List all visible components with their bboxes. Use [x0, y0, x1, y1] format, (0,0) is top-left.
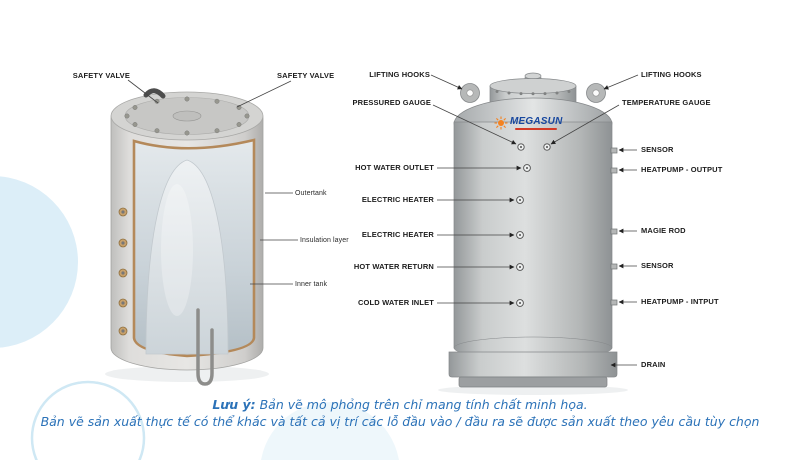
decor-circles	[0, 176, 399, 460]
dip-tube	[196, 308, 214, 386]
lifting-hooks	[460, 83, 606, 103]
inner-tank-dome	[145, 159, 229, 355]
label-safety-valve-right: SAFETY VALVE	[277, 71, 335, 80]
lid-bolts	[124, 96, 250, 136]
label-sensor-1: SENSOR	[641, 145, 674, 154]
label-electric-heater-2: ELECTRIC HEATER	[361, 230, 434, 239]
label-pressured-gauge: PRESSURED GAUGE	[352, 98, 431, 107]
note-line-2: Bản vẽ sản xuất thực tế có thể khác và t…	[40, 414, 760, 429]
megasun-logo: MEGASUN	[494, 116, 563, 130]
note-prefix: Lưu ý:	[212, 397, 256, 412]
label-safety-valve-left: SAFETY VALVE	[72, 71, 130, 80]
note-line-1: Lưu ý: Bản vẽ mô phỏng trên chỉ mang tín…	[0, 396, 800, 413]
label-heatpump-output: HEATPUMP - OUTPUT	[641, 165, 723, 174]
megasun-sun-icon	[494, 116, 508, 130]
flange-bolts	[495, 90, 571, 96]
label-lifting-hooks-left: LIFTING HOOKS	[369, 70, 430, 79]
label-drain: DRAIN	[641, 360, 666, 369]
port-centers	[519, 146, 548, 304]
label-hot-water-outlet: HOT WATER OUTLET	[355, 163, 434, 172]
label-electric-heater-1: ELECTRIC HEATER	[361, 195, 434, 204]
label-sensor-2: SENSOR	[641, 261, 674, 270]
leader-lines	[127, 74, 639, 368]
cutaway-tank-illustration	[105, 88, 269, 386]
label-lifting-hooks-right: LIFTING HOOKS	[641, 70, 702, 79]
side-ports	[610, 147, 618, 306]
label-magie-rod: MAGIE ROD	[641, 226, 686, 235]
label-cold-water-inlet: COLD WATER INLET	[357, 298, 434, 307]
note-text: Lưu ý: Bản vẽ mô phỏng trên chỉ mang tín…	[0, 396, 800, 430]
brand-tagline-bar	[515, 128, 558, 130]
label-temperature-gauge: TEMPERATURE GAUGE	[622, 98, 711, 107]
label-insulation-layer: Insulation layer	[300, 237, 349, 244]
brand-name: MEGASUN	[510, 116, 563, 127]
label-heatpump-input: HEATPUMP - INTPUT	[641, 297, 719, 306]
wall-fittings	[118, 207, 128, 336]
safety-valve-handle	[143, 88, 166, 99]
note-line-1-text: Bản vẽ mô phỏng trên chỉ mang tính chất …	[255, 397, 588, 412]
label-outer-tank: Outertank	[295, 190, 327, 197]
label-inner-tank: Inner tank	[295, 281, 328, 288]
base-skirt	[448, 351, 618, 378]
label-hot-water-return: HOT WATER RETURN	[353, 262, 434, 271]
